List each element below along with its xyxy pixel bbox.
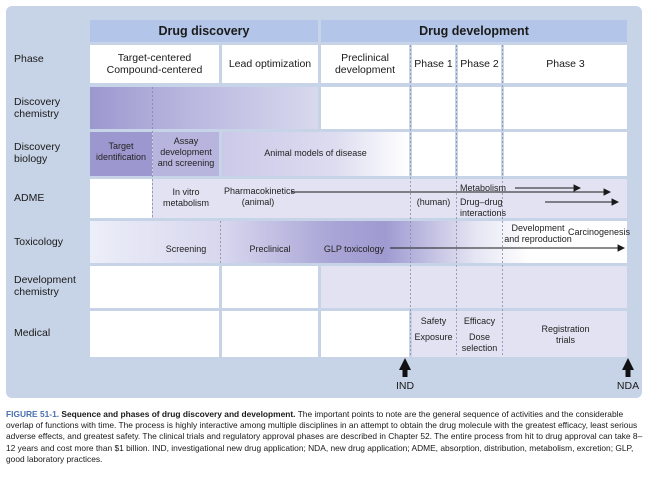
milestone-arrows bbox=[399, 358, 634, 377]
cell-carcinogenesis: Carcinogenesis bbox=[568, 227, 631, 237]
med-cell-target bbox=[90, 311, 219, 357]
drug-process-grid: Drug discovery Drug development bbox=[12, 20, 631, 366]
dc-cell-preclinical bbox=[321, 87, 409, 129]
header-drug-development bbox=[321, 20, 627, 42]
med-cell-preclinical bbox=[321, 311, 409, 357]
dc-cell-phase1 bbox=[412, 87, 455, 129]
dc-cell-phase2 bbox=[458, 87, 501, 129]
dashed-dividers bbox=[152, 45, 626, 357]
phase-cell-phase1 bbox=[412, 45, 455, 83]
row-label-medical: Medical bbox=[14, 327, 51, 339]
cell-development-reproduction: Development and reproduction bbox=[504, 223, 572, 244]
devchem-cell-lead bbox=[222, 266, 318, 308]
cell-screening: Screening bbox=[165, 244, 207, 254]
row-label-discovery-chemistry: Discovery chemistry bbox=[14, 96, 61, 120]
row-label-discovery-biology: Discovery biology bbox=[14, 141, 61, 165]
phase-label-target: Target-centered Compound-centered bbox=[106, 52, 203, 76]
cell-dose-selection: Dose selection bbox=[461, 332, 498, 353]
devchem-band bbox=[321, 266, 627, 308]
db-cell-phase3 bbox=[504, 132, 627, 176]
cell-drug-interactions: Drug–drug interactions bbox=[460, 197, 507, 218]
dc-cell-phase3 bbox=[504, 87, 627, 129]
header-drug-discovery bbox=[90, 20, 318, 42]
cell-exposure: Exposure bbox=[414, 332, 453, 342]
milestone-nda: NDA bbox=[616, 380, 640, 392]
med-band bbox=[412, 311, 627, 357]
phase-cell-phase2 bbox=[458, 45, 501, 83]
cell-glp-toxicology: GLP toxicology bbox=[323, 244, 385, 254]
phase-cell-phase3 bbox=[504, 45, 627, 83]
phase-label-phase3: Phase 3 bbox=[546, 58, 585, 70]
ind-arrow-icon bbox=[399, 358, 411, 377]
db-cell-phase1 bbox=[412, 132, 455, 176]
phase-cell-target bbox=[90, 45, 219, 83]
row-label-adme: ADME bbox=[14, 192, 45, 204]
adme-cell-target bbox=[90, 179, 152, 218]
phase-cell-preclinical bbox=[321, 45, 409, 83]
row-label-toxicology: Toxicology bbox=[14, 236, 64, 248]
caption-text: The important points to note are the gen… bbox=[6, 409, 643, 464]
tox-band bbox=[90, 221, 627, 263]
phase-label-phase2: Phase 2 bbox=[460, 58, 499, 70]
cell-in-vitro-metabolism: In vitro metabolism bbox=[162, 187, 209, 208]
med-cell-lead bbox=[222, 311, 318, 357]
devchem-cell-target bbox=[90, 266, 219, 308]
cell-pharmacokinetics: Pharmacokinetics (animal) bbox=[224, 186, 296, 207]
cell-assay-development: Assay development and screening bbox=[157, 136, 215, 168]
row-label-phase: Phase bbox=[14, 53, 44, 65]
phase-label-phase1: Phase 1 bbox=[414, 58, 453, 70]
figure-caption: FIGURE 51-1. Sequence and phases of drug… bbox=[6, 409, 646, 465]
cell-human: (human) bbox=[416, 197, 451, 207]
dc-band bbox=[90, 87, 318, 129]
caption-title: Sequence and phases of drug discovery an… bbox=[61, 409, 296, 419]
milestone-ind: IND bbox=[395, 380, 415, 392]
db-cell-assay bbox=[153, 132, 219, 176]
phase-cell-lead bbox=[222, 45, 318, 83]
db-band-animal-models bbox=[222, 132, 409, 176]
phase-label-preclinical: Preclinical development bbox=[334, 52, 396, 76]
cell-registration-trials: Registration trials bbox=[541, 324, 590, 345]
row-label-development-chemistry: Development chemistry bbox=[14, 274, 76, 298]
cell-safety: Safety bbox=[420, 316, 447, 326]
header-drug-development-label: Drug development bbox=[419, 24, 529, 38]
cell-animal-models: Animal models of disease bbox=[264, 148, 367, 158]
cell-target-identification: Target identification bbox=[95, 141, 147, 162]
header-drug-discovery-label: Drug discovery bbox=[158, 24, 250, 38]
nda-arrow-icon bbox=[622, 358, 634, 377]
cell-efficacy: Efficacy bbox=[463, 316, 496, 326]
phase-label-lead: Lead optimization bbox=[228, 58, 312, 70]
caption-label: FIGURE 51-1. bbox=[6, 409, 60, 419]
db-cell-phase2 bbox=[458, 132, 501, 176]
db-cell-target bbox=[90, 132, 152, 176]
cell-preclinical: Preclinical bbox=[249, 244, 291, 254]
cell-metabolism: Metabolism bbox=[460, 183, 507, 193]
adme-band bbox=[153, 179, 627, 218]
